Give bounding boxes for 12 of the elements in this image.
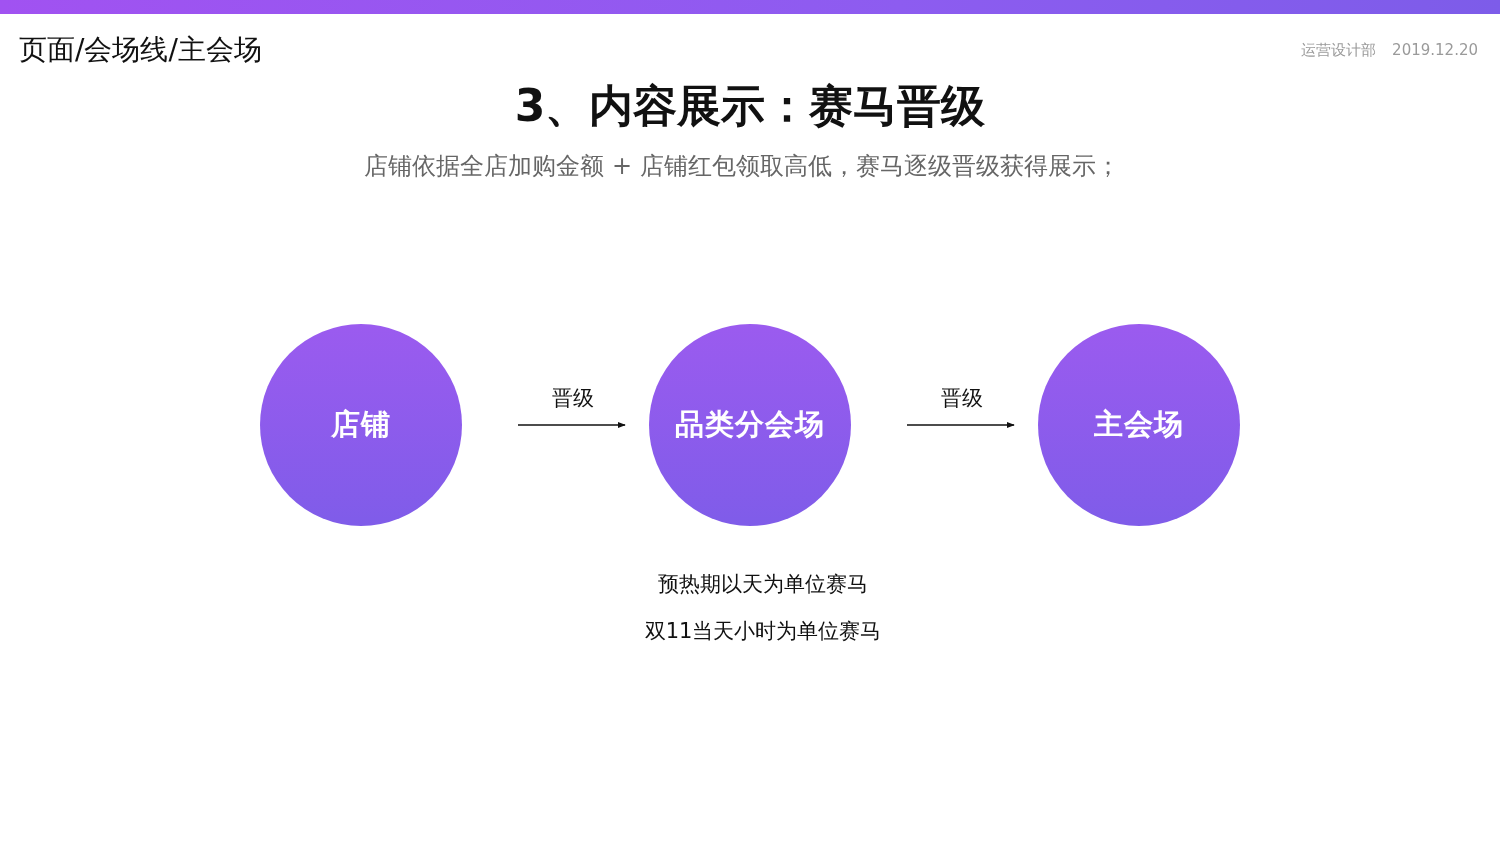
arrow (906, 421, 1015, 429)
note-text: 双11当天小时为单位赛马 (643, 618, 883, 645)
node-label: 品类分会场 (675, 406, 825, 443)
arrow (517, 421, 626, 429)
note-text: 预热期以天为单位赛马 (657, 571, 869, 598)
node-label: 主会场 (1094, 406, 1184, 443)
node-label: 店铺 (331, 406, 391, 443)
department-text: 运营设计部 (1301, 41, 1376, 61)
title: 3、内容展示：赛马晋级 (513, 79, 987, 133)
subtitle: 店铺依据全店加购金额 + 店铺红包领取高低，赛马逐级晋级获得展示； (363, 151, 1121, 182)
date-text: 2019.12.20 (1392, 41, 1478, 61)
breadcrumb: 页面/会场线/主会场 (19, 32, 262, 68)
